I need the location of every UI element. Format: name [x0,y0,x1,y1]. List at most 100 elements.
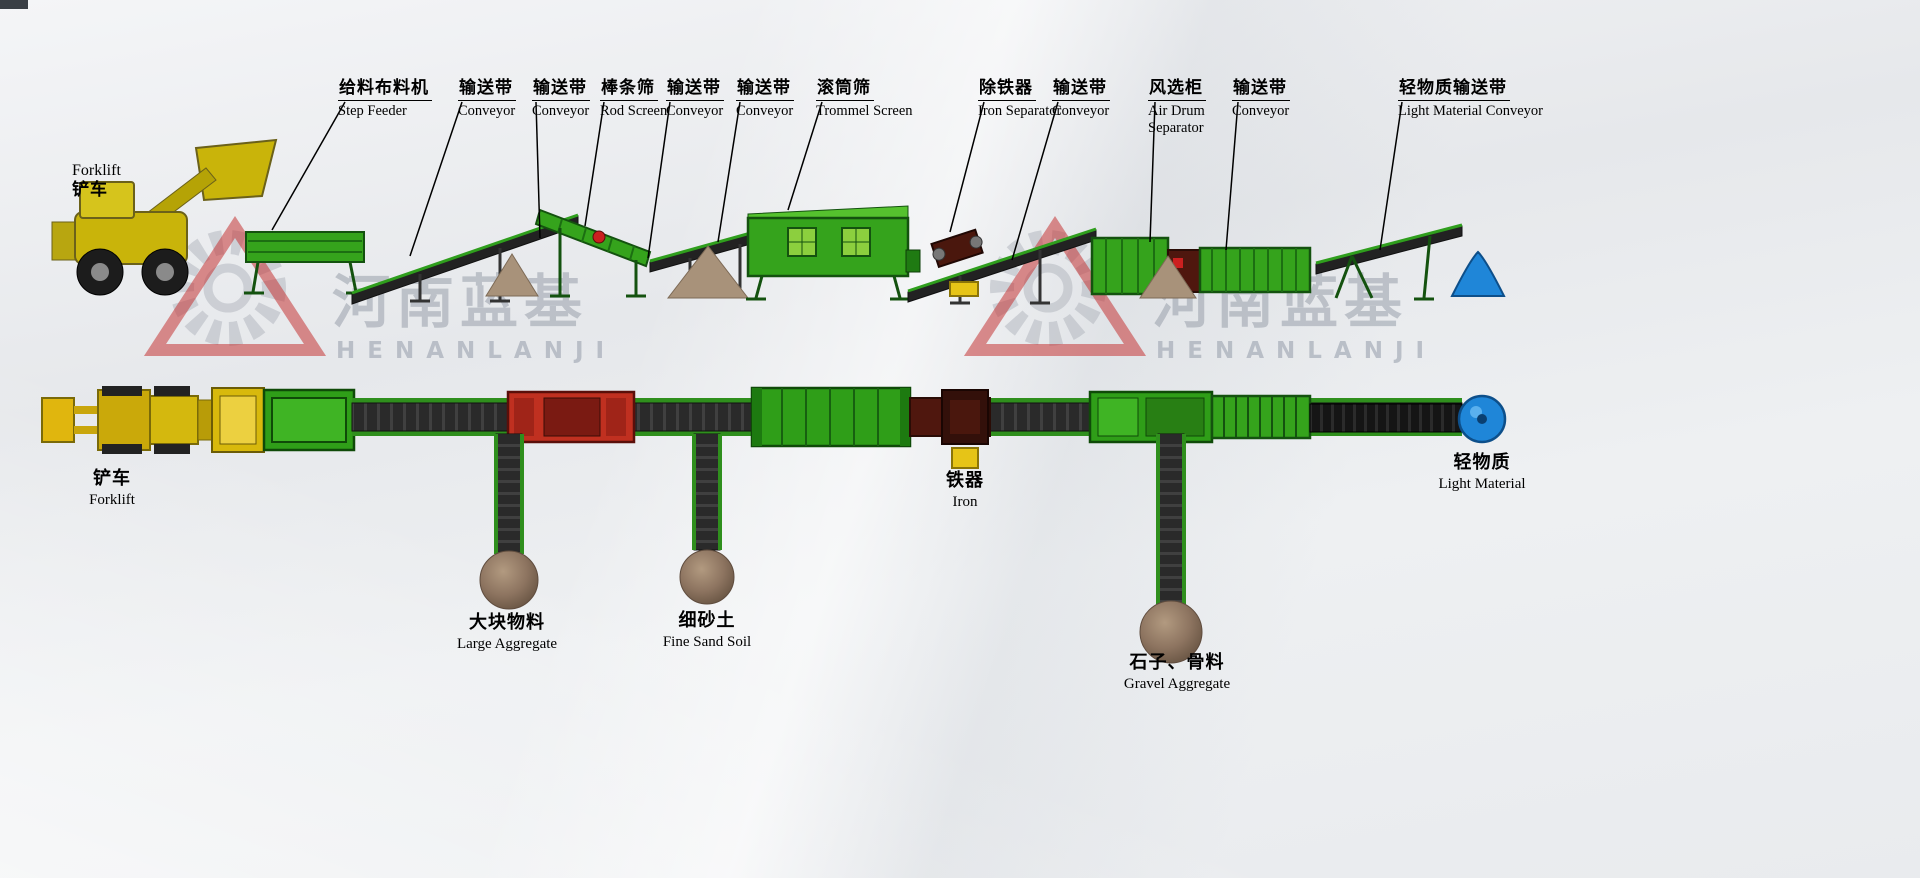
leader-line [1149,101,1156,243]
label-large-aggregate: 大块物料 Large Aggregate [457,612,557,653]
hopper-plan [211,387,265,453]
leader-line [787,101,823,211]
label-large-aggregate-en: Large Aggregate [456,635,558,652]
leader-line [1225,101,1239,251]
air-drum-separator-plan [1088,390,1214,444]
triangle-logo-icon [143,215,327,356]
label-iron-separator: 除铁器 Iron Separator [978,78,1061,120]
label-light-material-conveyor: 轻物质输送带 Light Material Conveyor [1398,78,1543,120]
label-iron-separator-en: Iron Separator [978,103,1062,120]
label-conveyor-1-zh: 输送带 [458,78,516,102]
leader-lines [271,101,1403,261]
trommel-motor [905,249,921,273]
label-step-feeder-zh: 给料布料机 [338,78,432,102]
label-conveyor-2-en: Conveyor [532,103,590,120]
label-light-material-conveyor-en: Light Material Conveyor [1398,103,1543,120]
label-iron-separator-zh: 除铁器 [978,78,1036,102]
label-trommel-screen-zh: 滚筒筛 [816,78,874,102]
plan-view [41,386,1507,664]
side-view [51,101,1506,305]
down-conveyor-gravel [1139,433,1203,664]
label-step-feeder-en: Step Feeder [338,103,407,120]
label-conveyor-2-zh: 输送带 [532,78,590,102]
air-drum-separator-side [1090,236,1201,296]
step-feeder-plan [262,388,356,452]
corner-artifact [0,0,28,9]
label-air-drum-separator: 风选柜 Air Drum Separator [1148,78,1226,137]
label-conveyor-5-zh: 输送带 [1052,78,1110,102]
label-light-material-en: Light Material [1438,475,1526,492]
label-rod-screen-zh: 棒条筛 [600,78,658,102]
gravel-pile-side [1139,255,1197,299]
leader-line [647,101,671,259]
leader-line [271,101,346,231]
label-conveyor-1: 输送带 Conveyor [458,78,516,120]
label-conveyor-4-en: Conveyor [736,103,794,120]
label-conveyor-1-en: Conveyor [458,103,516,120]
down-conveyor-fine-sand [679,433,735,605]
label-conveyor-3-zh: 输送带 [666,78,724,102]
trommel-screen-plan [750,386,912,448]
label-light-material: 轻物质 Light Material [1438,452,1525,493]
label-fine-sand-soil-zh: 细砂土 [678,610,736,631]
label-gravel-aggregate-en: Gravel Aggregate [1123,675,1231,692]
label-conveyor-5: 输送带 Conveyor [1052,78,1110,120]
label-light-material-conveyor-zh: 轻物质输送带 [1398,78,1510,102]
label-gravel-aggregate-zh: 石子、骨料 [1129,652,1225,673]
label-large-aggregate-zh: 大块物料 [469,612,545,633]
leader-line [1011,101,1059,261]
leader-line [949,101,985,233]
label-conveyor-2: 输送带 Conveyor [532,78,590,120]
label-step-feeder: 给料布料机 Step Feeder [338,78,432,120]
light-material-conveyor-plan [1309,394,1507,444]
iron-box-plan [951,447,979,469]
label-conveyor-3-en: Conveyor [666,103,724,120]
label-conveyor-6: 输送带 Conveyor [1232,78,1290,120]
iron-box-side [949,281,979,297]
leader-line [409,101,463,257]
forklift-side [51,138,278,296]
gear-hub-icon [203,263,253,313]
discharge-box-plan [1210,394,1312,440]
label-forklift-plan: 铲车 Forklift [89,468,135,509]
label-forklift-side-zh: 铲车 [72,180,108,201]
label-conveyor-6-zh: 输送带 [1232,78,1290,102]
gravel-pile [1139,600,1203,664]
iron-separator-side [930,228,984,269]
label-rod-screen: 棒条筛 Rod Screen [600,78,667,120]
light-material-conveyor-side [1315,223,1463,301]
trommel-screen-side [746,205,921,301]
label-conveyor-5-en: Conveyor [1052,103,1110,120]
red-indicator-icon [592,230,606,244]
down-conveyor-large-aggregate [479,433,539,610]
label-conveyor-3: 输送带 Conveyor [666,78,724,120]
leader-line [584,101,605,227]
label-trommel-screen-en: Trommel Screen [816,103,913,120]
leader-line [1379,101,1403,251]
label-forklift-plan-en: Forklift [89,491,135,508]
label-fine-sand-soil: 细砂土 Fine Sand Soil [663,610,751,651]
label-iron: 铁器 Iron [946,470,984,511]
label-gravel-aggregate: 石子、骨料 Gravel Aggregate [1124,652,1230,693]
fine-sand-pile [679,549,735,605]
forklift-plan [41,386,221,454]
label-rod-screen-en: Rod Screen [600,103,668,120]
iron-separator-plan [909,389,991,445]
label-forklift-side: Forklift 铲车 [72,162,121,201]
watermark-brand-zh: 河南蓝基 [332,268,588,336]
sand-pile-side [666,245,750,299]
large-aggregate-pile [479,550,539,610]
label-conveyor-4: 输送带 Conveyor [736,78,794,120]
label-light-material-zh: 轻物质 [1453,452,1511,473]
label-trommel-screen: 滚筒筛 Trommel Screen [816,78,913,120]
label-conveyor-6-en: Conveyor [1232,103,1290,120]
label-fine-sand-soil-en: Fine Sand Soil [662,633,752,650]
label-forklift-plan-zh: 铲车 [93,468,131,489]
fines-pile-side [485,253,539,297]
label-air-drum-separator-zh: 风选柜 [1148,78,1206,102]
label-air-drum-separator-en: Air Drum Separator [1148,103,1205,137]
label-iron-zh: 铁器 [946,470,984,491]
gear-hub-icon [1023,263,1073,313]
